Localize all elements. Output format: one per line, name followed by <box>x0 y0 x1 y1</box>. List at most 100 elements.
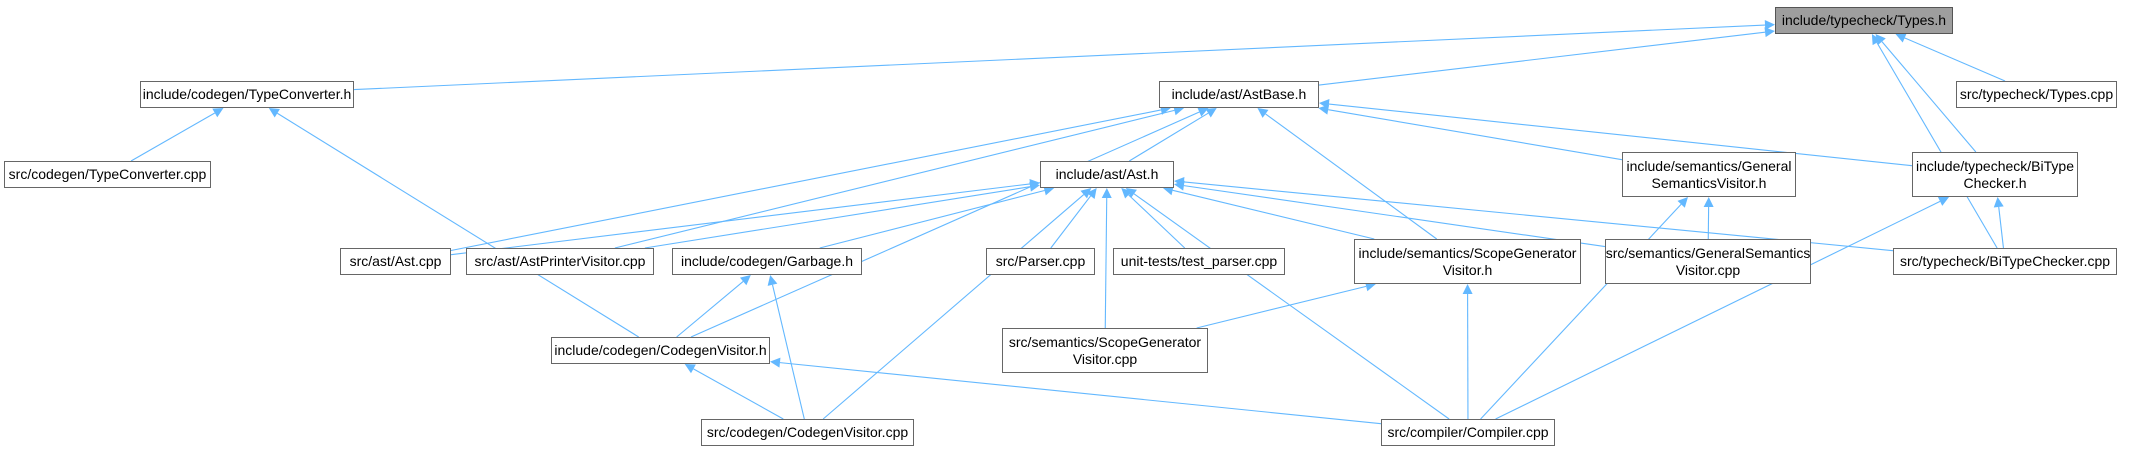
edge-arrowhead <box>770 357 781 368</box>
edge-sgv_h-to-ast_h <box>1172 189 1375 240</box>
node-include-ast-ast-h[interactable]: include/ast/Ast.h <box>1040 161 1174 188</box>
node-src-codegen-codegenvisitor-cpp[interactable]: src/codegen/CodegenVisitor.cpp <box>701 419 914 446</box>
edge-bitype_cpp-to-bitype_h <box>1998 206 2004 249</box>
edge-arrowhead <box>1764 20 1775 31</box>
edge-arrowhead <box>1029 181 1040 192</box>
node-src-ast-ast-cpp[interactable]: src/ast/Ast.cpp <box>340 248 451 275</box>
edge-arrowhead <box>1043 185 1055 196</box>
edge-parser_cpp-to-ast_h <box>1050 195 1092 249</box>
node-label-line-2: Visitor.h <box>1442 261 1493 278</box>
edge-codegen_cpp-to-codegen_h <box>693 368 784 420</box>
node-label-line-1: src/semantics/GeneralSemantics <box>1605 244 1811 261</box>
edge-codegen_h-to-garbage_h <box>676 280 744 338</box>
edge-sgv_cpp-to-sgv_h <box>1196 285 1367 329</box>
node-label: include/codegen/Garbage.h <box>680 253 854 269</box>
node-label-line-2: Visitor.cpp <box>1675 261 1741 278</box>
node-label: src/codegen/TypeConverter.cpp <box>8 166 207 182</box>
edge-arrowhead <box>1125 188 1137 198</box>
node-src-codegen-typeconverter-cpp[interactable]: src/codegen/TypeConverter.cpp <box>4 161 211 188</box>
node-include-semantics-generalsemanticsvisitor-h[interactable]: include/semantics/General SemanticsVisit… <box>1622 152 1796 197</box>
edge-arrowhead <box>1764 27 1775 38</box>
edge-arrowhead <box>1080 188 1092 199</box>
edge-arrowhead <box>1993 197 2004 208</box>
node-src-semantics-generalsemanticsvisitor-cpp[interactable]: src/semantics/GeneralSemantics Visitor.c… <box>1605 239 1811 284</box>
edge-arrowhead <box>1205 108 1217 118</box>
edge-typeconverter_cpp-to-typeconverter_h <box>130 112 216 162</box>
edge-astbase_h-to-types_h <box>1318 31 1766 86</box>
node-src-typecheck-types-cpp[interactable]: src/typecheck/Types.cpp <box>1956 81 2117 108</box>
edge-arrowhead <box>268 108 280 118</box>
node-label-line-1: include/semantics/General <box>1626 157 1792 174</box>
node-label-line-2: Visitor.cpp <box>1072 350 1138 367</box>
node-label: src/Parser.cpp <box>995 253 1086 269</box>
edge-arrowhead <box>1871 34 1882 46</box>
edge-ast_h-to-astbase_h <box>1128 112 1209 162</box>
edge-compiler_cpp-to-ast_h <box>1133 193 1450 420</box>
node-label-line-1: src/semantics/ScopeGenerator <box>1008 333 1202 350</box>
node-src-typecheck-bitypechecker-cpp[interactable]: src/typecheck/BiTypeChecker.cpp <box>1893 248 2117 275</box>
node-include-codegen-codegenvisitor-h[interactable]: include/codegen/CodegenVisitor.h <box>551 337 770 364</box>
node-label-line-1: include/semantics/ScopeGenerator <box>1358 244 1577 261</box>
edge-types_cpp-to-types_h <box>1904 37 2006 82</box>
node-label: src/codegen/CodegenVisitor.cpp <box>706 424 909 440</box>
edge-ast_cpp-to-ast_h <box>450 183 1031 256</box>
node-label: src/typecheck/Types.cpp <box>1959 86 2114 102</box>
edge-arrowhead <box>1677 197 1688 208</box>
node-label: include/ast/AstBase.h <box>1171 86 1307 102</box>
node-label-line-1: include/typecheck/BiType <box>1916 157 2074 174</box>
node-label: unit-tests/test_parser.cpp <box>1120 253 1278 269</box>
edge-codegen_h-to-typeconverter_h <box>277 112 639 338</box>
edge-bitype_h-to-types_h <box>1881 41 1977 153</box>
edge-astprinter_cpp-to-ast_h <box>644 186 1031 249</box>
node-label: src/typecheck/BiTypeChecker.cpp <box>1899 253 2111 269</box>
edge-test_parser_cpp-to-ast_h <box>1128 194 1186 249</box>
edge-arrowhead <box>1319 99 1330 109</box>
node-src-parser-cpp[interactable]: src/Parser.cpp <box>986 248 1095 275</box>
node-include-typecheck-types-h: include/typecheck/Types.h <box>1775 7 1953 34</box>
edge-arrowhead <box>767 275 778 286</box>
edge-arrowhead <box>1895 33 1907 43</box>
node-label: include/ast/Ast.h <box>1055 166 1159 182</box>
edge-arrowhead <box>1703 197 1714 208</box>
node-label: src/ast/AstPrinterVisitor.cpp <box>474 253 646 269</box>
edge-bitype_h-to-astbase_h <box>1328 103 1913 167</box>
edge-compiler_cpp-to-bitype_h <box>1495 200 1941 420</box>
edge-sgv_h-to-astbase_h <box>1265 113 1438 240</box>
edge-typeconverter_h-to-types_h <box>353 24 1766 91</box>
node-src-ast-astprintervisitor-cpp[interactable]: src/ast/AstPrinterVisitor.cpp <box>466 248 654 275</box>
edge-gsv_cpp-to-ast_h <box>1183 185 1606 248</box>
edge-compiler_cpp-to-codegen_h <box>779 362 1382 425</box>
edge-arrowhead <box>1937 196 1950 206</box>
edge-codegen_cpp-to-ast_h <box>822 194 1085 420</box>
node-include-codegen-garbage-h[interactable]: include/codegen/Garbage.h <box>672 248 862 275</box>
edge-arrowhead <box>1257 108 1269 118</box>
node-label-line-2: Checker.h <box>1963 174 2027 191</box>
edge-arrowhead <box>1197 107 1209 117</box>
edge-bitype_cpp-to-types_h <box>1876 42 1998 249</box>
node-label: src/ast/Ast.cpp <box>349 253 442 269</box>
edge-arrowhead <box>212 108 224 118</box>
node-label-line-2: SemanticsVisitor.h <box>1651 174 1767 191</box>
edge-garbage_h-to-ast_h <box>819 189 1045 249</box>
edge-compiler_cpp-to-gsv_h <box>1480 203 1682 420</box>
node-label: include/codegen/TypeConverter.h <box>142 86 352 102</box>
node-include-semantics-scopegeneratorvisitor-h[interactable]: include/semantics/ScopeGenerator Visitor… <box>1354 239 1581 284</box>
edge-sgv_cpp-to-ast_h <box>1104 197 1108 329</box>
node-src-semantics-scopegeneratorvisitor-cpp[interactable]: src/semantics/ScopeGenerator Visitor.cpp <box>1002 328 1208 373</box>
edge-arrowhead <box>1174 176 1185 187</box>
edge-gsv_h-to-astbase_h <box>1328 109 1623 161</box>
edge-arrowhead <box>739 275 751 286</box>
node-include-codegen-typeconverter-h[interactable]: include/codegen/TypeConverter.h <box>140 81 354 108</box>
edge-arrowhead <box>1101 188 1112 199</box>
edge-arrowhead <box>684 364 696 374</box>
node-include-ast-astbase-h[interactable]: include/ast/AstBase.h <box>1159 81 1319 108</box>
edge-arrowhead <box>1875 34 1886 45</box>
edge-codegen_h-to-astbase_h <box>690 111 1200 338</box>
edge-arrowhead <box>1086 188 1097 199</box>
edge-codegen_cpp-to-garbage_h <box>771 284 805 420</box>
node-label: include/typecheck/Types.h <box>1781 12 1947 28</box>
node-include-typecheck-bitypechecker-h[interactable]: include/typecheck/BiType Checker.h <box>1912 152 2078 197</box>
node-unit-tests-test-parser-cpp[interactable]: unit-tests/test_parser.cpp <box>1113 248 1285 275</box>
node-src-compiler-compiler-cpp[interactable]: src/compiler/Compiler.cpp <box>1381 419 1555 446</box>
